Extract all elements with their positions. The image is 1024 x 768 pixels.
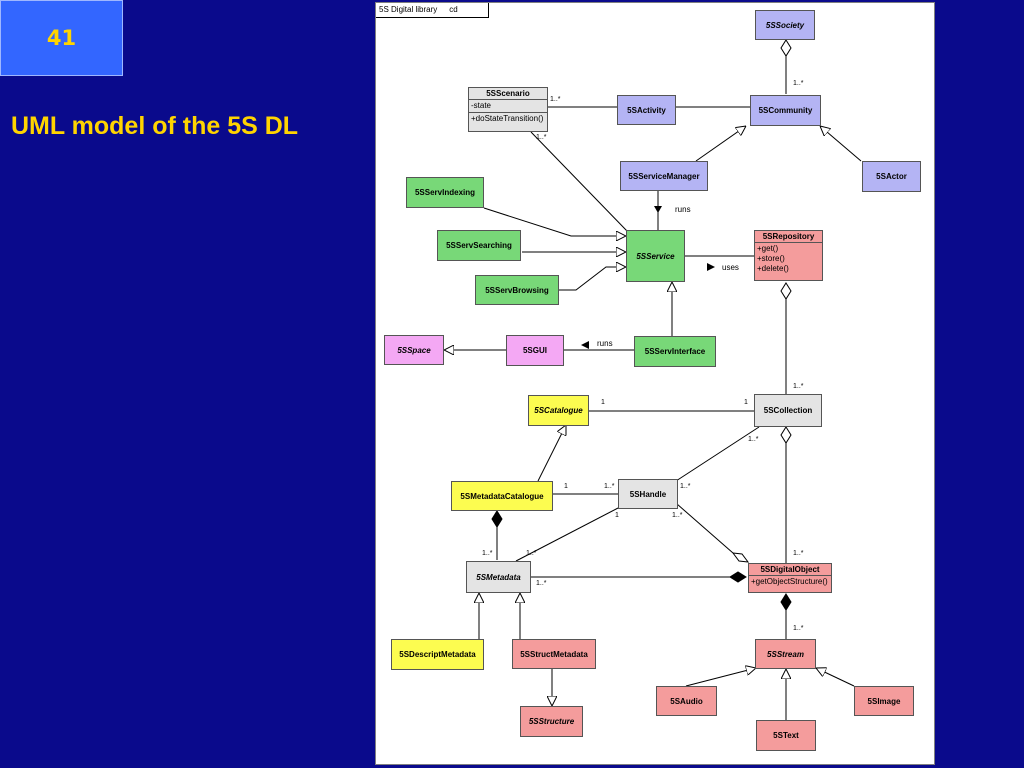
class-metadata[interactable]: 5SMetadata xyxy=(466,561,531,593)
class-repository[interactable]: 5SRepository +get() +store() +delete() xyxy=(754,230,823,281)
class-metadatacatalogue[interactable]: 5SMetadataCatalogue xyxy=(451,481,553,511)
gen-actor-community xyxy=(820,126,862,162)
class-servinterface[interactable]: 5SServInterface xyxy=(634,336,716,367)
mult-metacat-metadata: 1..* xyxy=(482,550,493,557)
gen-image-stream xyxy=(816,668,855,687)
aggregation-diamond xyxy=(780,39,792,57)
class-servicemanager[interactable]: 5SServiceManager xyxy=(620,161,708,191)
class-service[interactable]: 5SService xyxy=(626,230,685,282)
uml-diagram: 5S Digital library cd 5SSociety 5SScenari… xyxy=(375,2,935,765)
gen-indexing-service xyxy=(483,207,626,236)
gen-audio-stream xyxy=(685,668,756,687)
uml-connectors xyxy=(444,39,862,720)
aggregation-diamond xyxy=(731,552,750,563)
slide-number: 41 xyxy=(0,0,123,76)
class-digitalobject-name: 5SDigitalObject xyxy=(749,564,831,576)
label-uses: uses xyxy=(722,263,739,272)
mult-scenario-activity: 1..* xyxy=(550,96,561,103)
composition-diamond xyxy=(491,510,503,528)
op-get: +get() xyxy=(757,244,779,253)
frame-name: 5S Digital library xyxy=(379,5,438,14)
class-audio[interactable]: 5SAudio xyxy=(656,686,717,716)
mult-handle-bottom: 1 xyxy=(615,512,619,519)
class-space[interactable]: 5SSpace xyxy=(384,335,444,365)
class-gui[interactable]: 5SGUI xyxy=(506,335,564,366)
class-actor[interactable]: 5SActor xyxy=(862,161,921,192)
mult-metadata-do: 1..* xyxy=(536,580,547,587)
class-community[interactable]: 5SCommunity xyxy=(750,95,821,126)
class-catalogue[interactable]: 5SCatalogue xyxy=(528,395,589,426)
op-store: +store() xyxy=(757,254,785,263)
class-scenario[interactable]: 5SScenario -state +doStateTransition() xyxy=(468,87,548,132)
mult-handle-do: 1..* xyxy=(672,512,683,519)
gen-servicemanager-community xyxy=(695,126,746,162)
mult-metadata-handle: 1..* xyxy=(526,550,537,557)
slide-title: UML model of the 5S DL xyxy=(11,112,299,140)
mult-repository-collection: 1..* xyxy=(793,383,804,390)
class-servbrowsing[interactable]: 5SServBrowsing xyxy=(475,275,559,305)
class-servsearching[interactable]: 5SServSearching xyxy=(437,230,521,261)
assoc-handle-digitalobject xyxy=(676,503,734,554)
assoc-collection-handle xyxy=(675,426,760,482)
aggregation-diamond xyxy=(780,426,792,444)
class-descriptmetadata[interactable]: 5SDescriptMetadata xyxy=(391,639,484,670)
direction-arrow-left xyxy=(581,341,589,349)
class-scenario-name: 5SScenario xyxy=(469,88,547,100)
class-activity[interactable]: 5SActivity xyxy=(617,95,676,125)
class-digitalobject[interactable]: 5SDigitalObject +getObjectStructure() xyxy=(748,563,832,593)
mult-society-community: 1..* xyxy=(793,80,804,87)
class-society[interactable]: 5SSociety xyxy=(755,10,815,40)
class-stream[interactable]: 5SStream xyxy=(755,639,816,669)
mult-handle-right: 1..* xyxy=(680,483,691,490)
class-digitalobject-operation: +getObjectStructure() xyxy=(751,577,828,586)
gen-browsing-service xyxy=(559,267,626,291)
composition-diamond xyxy=(729,571,747,583)
class-structure[interactable]: 5SStructure xyxy=(520,706,583,737)
class-scenario-attribute: -state xyxy=(469,100,547,113)
class-repository-operations: +get() +store() +delete() xyxy=(755,243,822,275)
aggregation-diamond xyxy=(780,282,792,300)
mult-metacat-handle-n: 1..* xyxy=(604,483,615,490)
direction-arrow-right xyxy=(707,263,715,271)
assoc-scenario-service xyxy=(530,131,628,232)
mult-collection-handle: 1..* xyxy=(748,436,759,443)
class-scenario-operation: +doStateTransition() xyxy=(471,114,544,123)
direction-arrow-down xyxy=(654,206,662,213)
frame-tab: 5S Digital library cd xyxy=(376,3,489,18)
class-repository-name: 5SRepository xyxy=(755,231,822,243)
op-delete: +delete() xyxy=(757,264,789,273)
mult-collection-side: 1 xyxy=(744,399,748,406)
class-structmetadata[interactable]: 5SStructMetadata xyxy=(512,639,596,669)
label-runs-gui: runs xyxy=(597,339,613,348)
class-image[interactable]: 5SImage xyxy=(854,686,914,716)
class-handle[interactable]: 5SHandle xyxy=(618,479,678,509)
frame-kind: cd xyxy=(449,5,458,14)
mult-scenario-service: 1..* xyxy=(536,134,547,141)
mult-metacat-handle-1: 1 xyxy=(564,483,568,490)
assoc-handle-metadata xyxy=(515,507,619,562)
composition-diamond xyxy=(780,593,792,611)
gen-metacatalogue-catalogue xyxy=(537,425,566,482)
class-servindexing[interactable]: 5SServIndexing xyxy=(406,177,484,208)
mult-catalogue-side: 1 xyxy=(601,399,605,406)
mult-collection-do: 1..* xyxy=(793,550,804,557)
label-runs-manager: runs xyxy=(675,205,691,214)
mult-do-stream: 1..* xyxy=(793,625,804,632)
class-text[interactable]: 5SText xyxy=(756,720,816,751)
class-collection[interactable]: 5SCollection xyxy=(754,394,822,427)
